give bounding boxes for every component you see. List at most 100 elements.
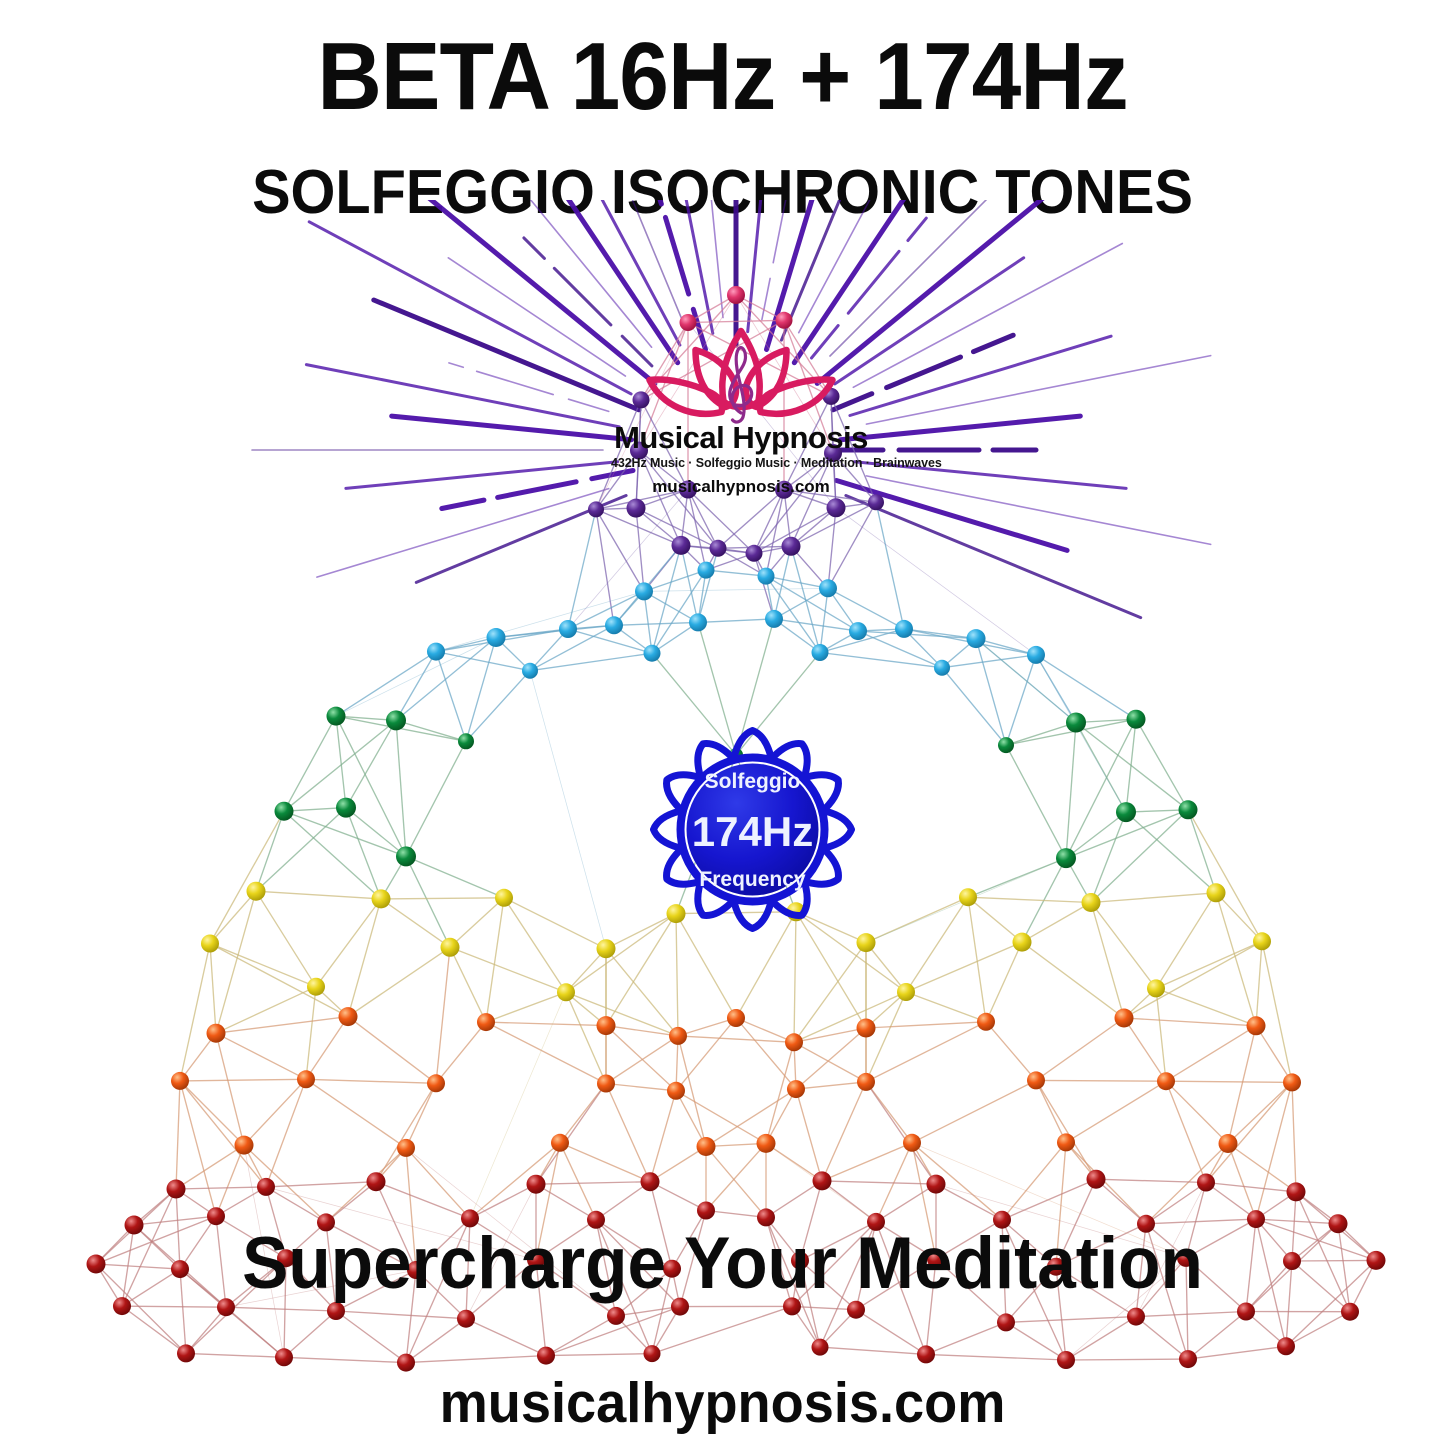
- chakra-node-root: [207, 1207, 225, 1226]
- network-nodes: [86, 286, 1386, 1372]
- chakra-node-third_eye: [679, 480, 697, 499]
- chakra-node-sacral: [1283, 1073, 1301, 1092]
- chakra-node-root: [86, 1254, 106, 1274]
- chakra-node-root: [757, 1208, 775, 1227]
- chakra-node-sacral: [597, 1074, 615, 1093]
- chakra-node-root: [1177, 1248, 1195, 1267]
- badge-value: 174Hz: [692, 808, 813, 855]
- chakra-node-third_eye: [824, 444, 842, 462]
- chakra-node-solar_plexus: [1253, 932, 1271, 951]
- chakra-node-root: [1197, 1173, 1215, 1192]
- chakra-node-sacral: [477, 1013, 495, 1032]
- chakra-node-root: [640, 1172, 660, 1192]
- chakra-node-solar_plexus: [307, 977, 325, 996]
- chakra-node-root: [671, 1297, 689, 1316]
- chakra-node-third_eye: [626, 498, 646, 518]
- meditation-figure-illustration: [0, 200, 1445, 1445]
- brand-tagline: 432Hz Music · Solfeggio Music · Meditati…: [611, 456, 942, 470]
- chakra-node-heart: [1178, 800, 1198, 820]
- chakra-node-sacral: [1246, 1016, 1266, 1036]
- chakra-node-root: [217, 1298, 235, 1317]
- poster-url: musicalhypnosis.com: [439, 1371, 1006, 1435]
- chakra-node-third_eye: [632, 391, 650, 409]
- chakra-node-root: [926, 1174, 946, 1194]
- chakra-node-throat: [689, 613, 707, 632]
- chakra-node-root: [407, 1261, 425, 1279]
- chakra-node-throat: [934, 659, 950, 676]
- chakra-node-root: [1237, 1302, 1255, 1321]
- chakra-node-root: [917, 1345, 935, 1364]
- chakra-node-root: [1277, 1337, 1295, 1356]
- chakra-node-root: [317, 1213, 335, 1232]
- chakra-node-root: [277, 1249, 295, 1268]
- chakra-node-solar_plexus: [1147, 979, 1165, 998]
- chakra-node-solar_plexus: [1081, 893, 1101, 912]
- chakra-node-root: [397, 1353, 415, 1372]
- chakra-node-root: [1086, 1169, 1106, 1189]
- lotus-treble-clef-icon: [646, 327, 836, 424]
- chakra-node-sacral: [787, 1080, 805, 1099]
- chakra-node-root: [275, 1348, 293, 1367]
- figure-network-svg: [86, 200, 1386, 1372]
- chakra-node-third_eye: [630, 441, 648, 460]
- chakra-node-root: [783, 1297, 801, 1316]
- chakra-node-throat: [643, 644, 661, 662]
- chakra-node-crown: [775, 311, 793, 329]
- chakra-node-root: [461, 1209, 479, 1228]
- chakra-node-third_eye: [709, 539, 727, 557]
- chakra-node-throat: [765, 609, 783, 628]
- chakra-node-root: [1247, 1210, 1265, 1229]
- chakra-node-root: [113, 1297, 131, 1316]
- chakra-node-solar_plexus: [856, 933, 876, 953]
- chakra-node-root: [927, 1250, 945, 1268]
- chakra-node-solar_plexus: [596, 939, 616, 959]
- chakra-node-third_eye: [671, 535, 691, 555]
- brand-logo: Musical Hypnosis 432Hz Music · Solfeggio…: [611, 325, 942, 496]
- chakra-node-throat: [427, 642, 445, 661]
- chakra-node-throat: [559, 620, 577, 638]
- chakra-node-root: [527, 1250, 545, 1269]
- chakra-node-heart: [1126, 709, 1146, 729]
- chakra-node-heart: [1056, 848, 1076, 869]
- chakra-node-root: [1057, 1351, 1075, 1369]
- chakra-node-root: [166, 1179, 186, 1199]
- chakra-node-root: [867, 1212, 885, 1231]
- chakra-node-heart: [1116, 802, 1136, 823]
- chakra-node-sacral: [1157, 1072, 1175, 1091]
- chakra-node-heart: [1066, 712, 1086, 733]
- chakra-node-sacral: [785, 1033, 803, 1052]
- chakra-node-sacral: [171, 1071, 189, 1090]
- chakra-node-root: [1127, 1307, 1145, 1326]
- chakra-node-root: [697, 1201, 715, 1220]
- chakra-node-heart: [458, 733, 474, 750]
- chakra-node-solar_plexus: [495, 888, 513, 907]
- chakra-node-throat: [605, 616, 623, 635]
- chakra-node-third_eye: [826, 498, 846, 518]
- badge-label-top: Solfeggio: [705, 770, 801, 793]
- chakra-node-root: [993, 1210, 1011, 1229]
- chakra-node-root: [1283, 1252, 1301, 1270]
- chakra-node-root: [457, 1309, 475, 1328]
- chakra-node-solar_plexus: [246, 881, 266, 901]
- chakra-node-sacral: [596, 1016, 616, 1036]
- chakra-node-throat: [522, 662, 538, 679]
- chakra-node-throat: [757, 567, 775, 585]
- chakra-node-root: [177, 1344, 195, 1363]
- chakra-node-sacral: [1218, 1134, 1238, 1153]
- chakra-node-root: [1137, 1214, 1155, 1233]
- chakra-node-sacral: [669, 1026, 687, 1045]
- chakra-node-root: [1366, 1250, 1386, 1270]
- chakra-node-root: [1047, 1257, 1065, 1276]
- chakra-node-throat: [811, 644, 829, 661]
- badge-label-bottom: Frequency: [699, 868, 806, 891]
- chakra-node-root: [643, 1345, 661, 1363]
- chakra-node-heart: [336, 797, 356, 818]
- chakra-node-sacral: [427, 1074, 445, 1093]
- chakra-node-root: [791, 1251, 809, 1270]
- chakra-node-solar_plexus: [440, 937, 460, 957]
- chakra-node-sacral: [696, 1137, 716, 1156]
- chakra-node-root: [327, 1302, 345, 1320]
- chakra-node-root: [124, 1215, 144, 1235]
- chakra-node-heart: [396, 846, 416, 867]
- chakra-node-third_eye: [775, 480, 793, 499]
